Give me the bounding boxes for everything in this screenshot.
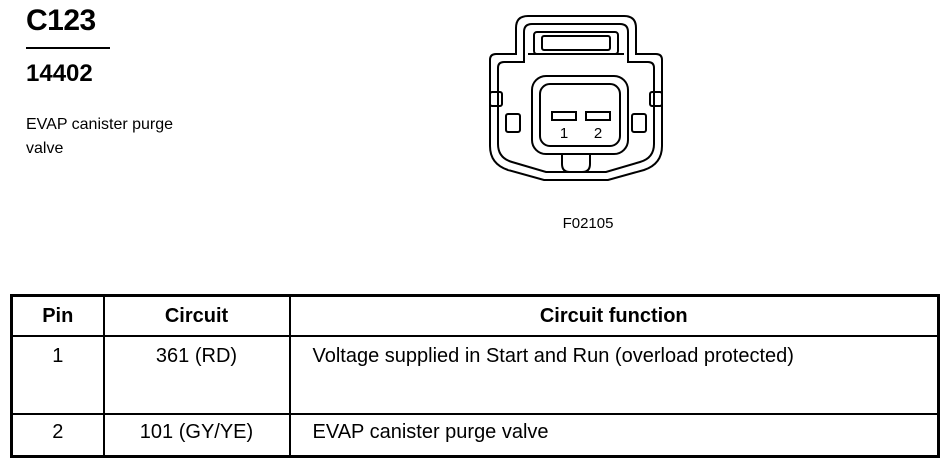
pinout-table: Pin Circuit Circuit function 1 361 (RD) … [10,294,940,458]
table-row: 1 361 (RD) Voltage supplied in Start and… [10,335,940,415]
function-cell: EVAP canister purge valve [288,413,940,458]
function-cell: Voltage supplied in Start and Run (overl… [288,335,940,415]
pin-1-label: 1 [560,125,568,142]
pin-cell: 2 [10,413,105,458]
side-key-tabs [489,91,663,133]
pin-2-terminal [585,111,611,121]
table-row: 2 101 (GY/YE) EVAP canister purge valve [10,413,940,458]
part-number: 14402 [26,60,93,87]
circuit-cell: 361 (RD) [102,335,291,415]
column-header-pin: Pin [10,294,105,337]
terminal-cavity [531,75,629,173]
connector-id: C123 [26,4,96,37]
table-header-row: Pin Circuit Circuit function [10,294,940,337]
connector-face-diagram: 1 2 [489,15,663,181]
column-header-circuit: Circuit [102,294,291,337]
figure-code: F02105 [562,215,614,232]
locking-latch [528,31,624,55]
pin-cell: 1 [10,335,105,415]
component-description: EVAP canister purge valve [26,116,174,157]
pin-2-label: 2 [594,125,602,142]
circuit-cell: 101 (GY/YE) [102,413,291,458]
connector-outer-shell [489,15,663,181]
title-underline [26,47,110,49]
column-header-function: Circuit function [288,294,940,337]
pin-1-terminal [551,111,577,121]
